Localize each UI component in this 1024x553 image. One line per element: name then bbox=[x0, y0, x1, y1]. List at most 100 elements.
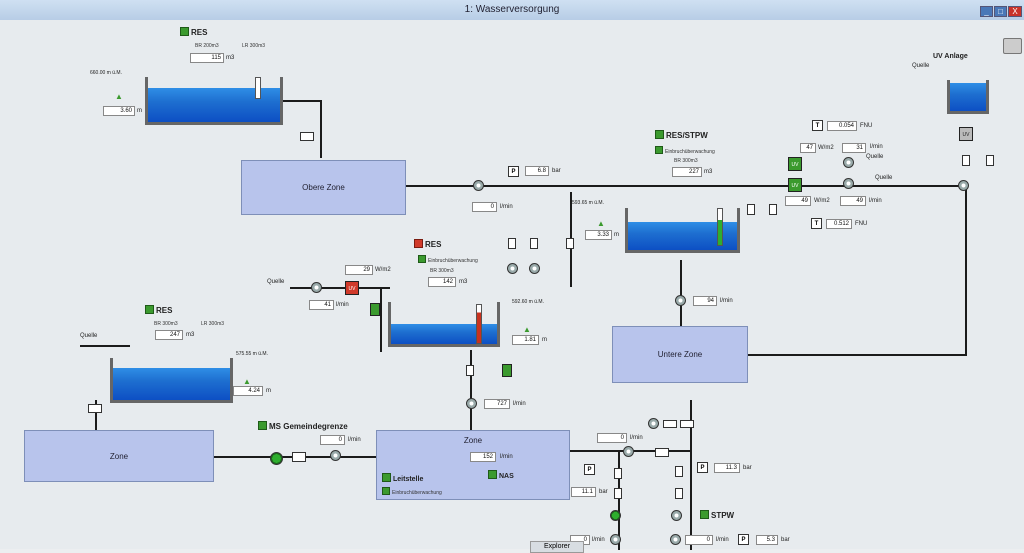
valve-icon[interactable] bbox=[466, 365, 474, 376]
valve-icon[interactable] bbox=[300, 132, 314, 141]
pipe bbox=[290, 287, 390, 289]
turbidity-1-label: T bbox=[812, 120, 823, 131]
res-top-tank bbox=[145, 77, 283, 125]
pump-icon[interactable] bbox=[311, 282, 322, 293]
obere-zone-label: Obere Zone bbox=[302, 183, 345, 192]
valve-icon[interactable] bbox=[508, 238, 516, 249]
valve-icon[interactable] bbox=[566, 238, 574, 249]
pump-icon[interactable] bbox=[623, 446, 634, 457]
p1-label: P bbox=[584, 464, 595, 475]
pump-icon[interactable] bbox=[648, 418, 659, 429]
res-left-tank bbox=[110, 358, 233, 403]
lower-flow-out-value: 0 bbox=[685, 535, 713, 545]
pump-icon[interactable] bbox=[675, 295, 686, 306]
zone-left[interactable]: Zone bbox=[24, 430, 214, 482]
maximize-button[interactable]: □ bbox=[994, 6, 1007, 17]
turbidity-2-label: T bbox=[811, 218, 822, 229]
uv-unit-2[interactable]: UV bbox=[788, 178, 802, 192]
flow-top-unit: l/min bbox=[500, 204, 513, 210]
pipe bbox=[380, 287, 382, 352]
stpw-label: STPW bbox=[700, 510, 734, 520]
valve-icon[interactable] bbox=[614, 488, 622, 499]
res-mid-flow-unit: l/min bbox=[336, 302, 349, 308]
res-stpw-volume: 227 bbox=[672, 167, 702, 177]
pump-running-icon[interactable] bbox=[610, 510, 621, 521]
res-left-level: 4.24 bbox=[233, 386, 263, 396]
valve-icon[interactable] bbox=[292, 452, 306, 462]
pump-icon[interactable] bbox=[843, 157, 854, 168]
res-left-vol-unit: m3 bbox=[186, 332, 195, 338]
zone-mid[interactable]: Zone bbox=[376, 430, 570, 500]
pump-icon[interactable] bbox=[671, 510, 682, 521]
res-stpw-alarm-text: Einbruchüberwachung bbox=[665, 149, 715, 155]
water-level bbox=[950, 83, 986, 111]
valve-icon[interactable] bbox=[769, 204, 777, 215]
pump-icon[interactable] bbox=[958, 180, 969, 191]
explorer-taskbar-button[interactable]: Explorer bbox=[530, 541, 584, 553]
printer-icon[interactable] bbox=[1003, 38, 1022, 54]
status-indicator bbox=[258, 421, 267, 430]
obere-zone[interactable]: Obere Zone bbox=[241, 160, 406, 215]
res-left-lr: LR 300m3 bbox=[201, 321, 225, 327]
pump-icon[interactable] bbox=[843, 178, 854, 189]
untere-zone-label: Untere Zone bbox=[657, 350, 703, 359]
uv-unit-red[interactable]: UV bbox=[345, 281, 359, 295]
leitstelle-label: Leitstelle bbox=[382, 473, 423, 483]
status-indicator bbox=[180, 27, 189, 36]
pipe bbox=[680, 260, 682, 328]
res-left-volume: 247 bbox=[155, 330, 183, 340]
water-level bbox=[113, 368, 230, 400]
valve-icon[interactable] bbox=[962, 155, 970, 166]
lower-flow-in-value: 0 bbox=[597, 433, 627, 443]
minimize-button[interactable]: _ bbox=[980, 6, 993, 17]
pipe bbox=[95, 400, 97, 430]
valve-icon[interactable] bbox=[747, 204, 755, 215]
res-stpw-label: RES/STPW bbox=[655, 130, 708, 140]
stpw-name: STPW bbox=[711, 511, 735, 520]
irradiance-2-value: 49 bbox=[785, 196, 811, 206]
pump-icon[interactable] bbox=[507, 263, 518, 274]
valve-icon[interactable] bbox=[88, 404, 102, 413]
lower-flow-out-unit: l/min bbox=[716, 537, 729, 543]
res-mid-flow: 41 bbox=[309, 300, 334, 310]
valve-icon[interactable] bbox=[680, 420, 694, 428]
pump-icon[interactable] bbox=[466, 398, 477, 409]
leitstelle-name: Leitstelle bbox=[393, 476, 424, 483]
uv-unit-1[interactable]: UV bbox=[788, 157, 802, 171]
valve-green-icon[interactable] bbox=[370, 303, 380, 316]
pump-icon[interactable] bbox=[610, 534, 621, 545]
level-up-arrow-icon: ▲ bbox=[115, 92, 123, 101]
level-gauge bbox=[717, 208, 723, 246]
valve-icon[interactable] bbox=[675, 488, 683, 499]
res-stpw-elevation: 593.65 m ü.M. bbox=[572, 200, 604, 206]
valve-icon[interactable] bbox=[675, 466, 683, 477]
pump-icon[interactable] bbox=[529, 263, 540, 274]
valve-icon[interactable] bbox=[655, 448, 669, 457]
level-gauge bbox=[476, 304, 482, 344]
pump-icon[interactable] bbox=[473, 180, 484, 191]
untere-zone[interactable]: Untere Zone bbox=[612, 326, 748, 383]
valve-icon[interactable] bbox=[663, 420, 677, 428]
res-mid-tank bbox=[388, 302, 500, 347]
pump-icon[interactable] bbox=[670, 534, 681, 545]
status-indicator bbox=[145, 305, 154, 314]
res-mid-label: RES bbox=[414, 239, 441, 249]
res-top-vol-unit: m3 bbox=[226, 55, 235, 61]
res-mid-alarm-text: Einbruchüberwachung bbox=[428, 258, 478, 264]
res-stpw-br: BR 300m3 bbox=[674, 158, 698, 164]
p3-unit: bar bbox=[781, 537, 790, 543]
lower-flow-in-unit: l/min bbox=[630, 435, 643, 441]
uv-anlage-unit[interactable]: UV bbox=[959, 127, 973, 141]
valve-icon[interactable] bbox=[986, 155, 994, 166]
pump-running-icon[interactable] bbox=[270, 452, 283, 465]
untere-zone-flow-unit: l/min bbox=[720, 298, 733, 304]
pump-icon[interactable] bbox=[330, 450, 341, 461]
valve-icon[interactable] bbox=[530, 238, 538, 249]
res-mid-irradiance-unit: W/m2 bbox=[375, 267, 391, 273]
valve-icon[interactable] bbox=[614, 468, 622, 479]
uv-flow-1-unit: l/min bbox=[870, 144, 883, 150]
scada-canvas: RES BR 200m3 LR 300m3 115 m3 660.00 m ü.… bbox=[0, 20, 1024, 553]
close-button[interactable]: X bbox=[1008, 6, 1022, 17]
valve-green-icon[interactable] bbox=[502, 364, 512, 377]
level-gauge bbox=[255, 77, 261, 99]
